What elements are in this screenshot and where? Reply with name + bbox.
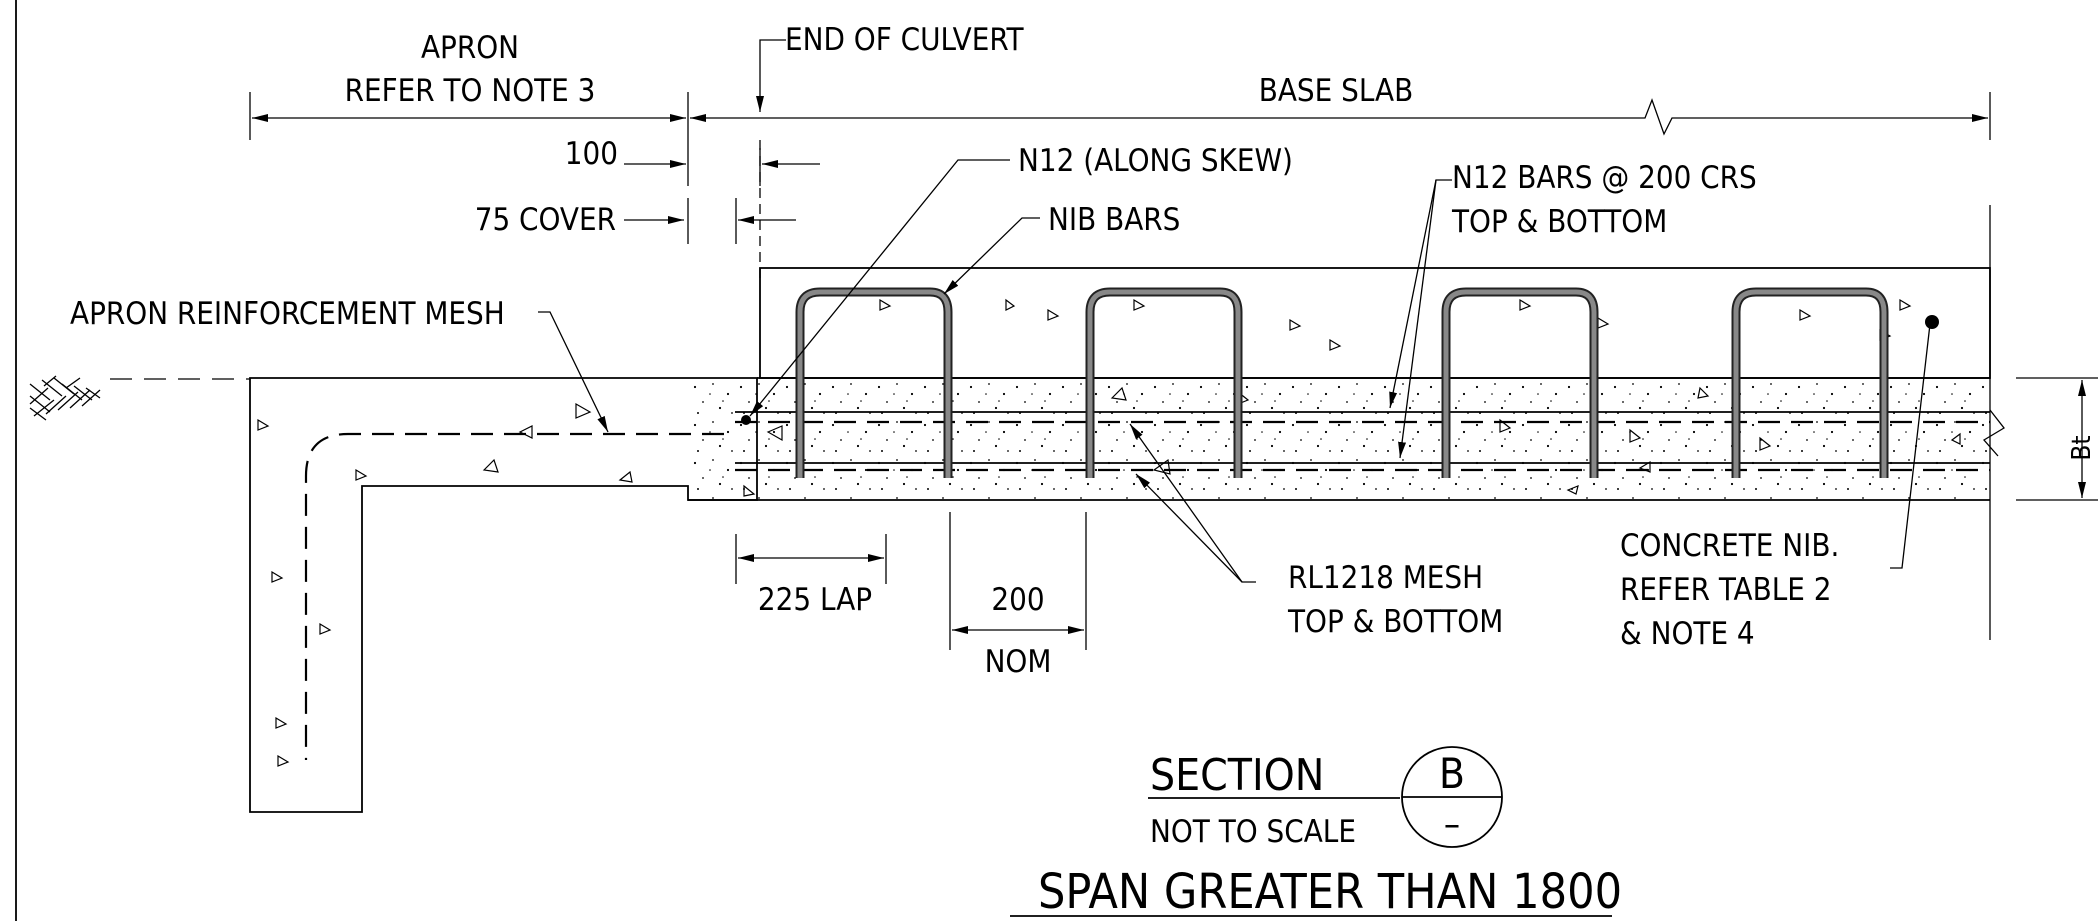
nib-bars	[795, 287, 1889, 478]
dim-100-label: 100	[565, 136, 618, 172]
section-sheet: –	[1444, 804, 1460, 845]
cover-75-label: 75 COVER	[475, 202, 616, 238]
nib-bars-leader	[943, 217, 1040, 295]
nib-label-1: CONCRETE NIB.	[1620, 528, 1839, 564]
apron-mesh-label: APRON REINFORCEMENT MESH	[70, 296, 505, 332]
bt-label: Bt	[2067, 435, 2097, 460]
apron-mesh	[304, 432, 724, 760]
section-marker: B –	[1401, 746, 1503, 848]
n12-skew-label: N12 (ALONG SKEW)	[1018, 143, 1293, 179]
nib-label-3: & NOTE 4	[1620, 616, 1755, 652]
nib-label-2: REFER TABLE 2	[1620, 572, 1831, 608]
section-title: SECTION	[1150, 750, 1324, 801]
n12-bars-label-2: TOP & BOTTOM	[1451, 204, 1667, 240]
nom-label: NOM	[985, 644, 1052, 680]
span-title: SPAN GREATER THAN 1800	[1038, 864, 1622, 920]
n12-bars-label-1: N12 BARS @ 200 CRS	[1452, 160, 1757, 196]
section-letter: B	[1439, 749, 1465, 798]
end-of-culvert-leader	[756, 39, 786, 112]
base-slab-fill	[688, 378, 1990, 500]
apron-concrete	[249, 377, 758, 813]
apron-mesh-leader	[538, 311, 609, 433]
end-of-culvert-label: END OF CULVERT	[785, 22, 1024, 58]
n12-bars-leader-bottom	[1398, 179, 1437, 459]
concrete-nib-leader	[1890, 323, 1931, 569]
apron-label: APRON	[421, 30, 519, 66]
base-slab-dim-line	[690, 98, 1988, 136]
rl1218-leader-bottom	[1135, 473, 1243, 583]
lap-225-label: 225 LAP	[758, 582, 872, 618]
not-to-scale-label: NOT TO SCALE	[1150, 814, 1356, 850]
nib-dot	[1925, 315, 1939, 329]
n12-skew-leader	[749, 159, 1010, 417]
break-line	[1982, 409, 2005, 457]
rl1218-label-2: TOP & BOTTOM	[1287, 604, 1503, 640]
ground-hatch-symbol	[29, 375, 101, 421]
n12-skew-dot	[741, 415, 751, 425]
nib-bars-label: NIB BARS	[1048, 202, 1180, 238]
rl1218-label-1: RL1218 MESH	[1288, 560, 1483, 596]
base-slab-label: BASE SLAB	[1259, 73, 1414, 109]
dim-200-label: 200	[991, 582, 1044, 618]
refer-note3-label: REFER TO NOTE 3	[345, 73, 596, 109]
